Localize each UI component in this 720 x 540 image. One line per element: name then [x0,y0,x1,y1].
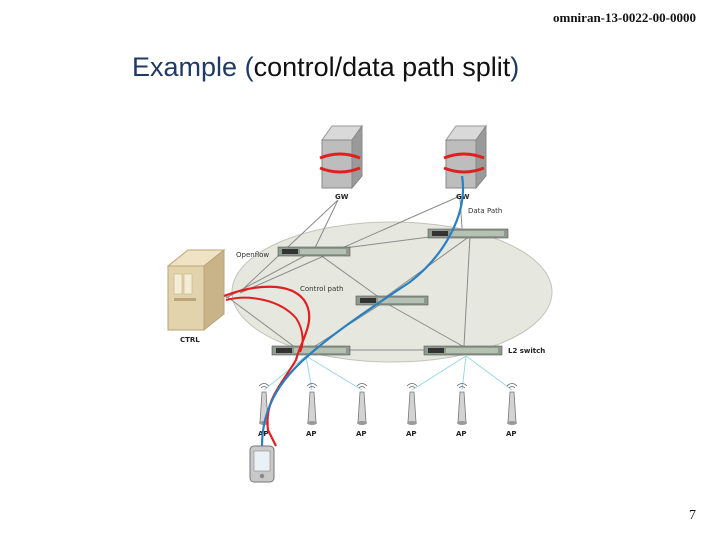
switch-datapath [427,228,509,239]
control-path-label: Control path [300,285,343,293]
controller-server [166,248,226,332]
title-paren-close: ) [510,52,520,82]
data-path-line [260,175,465,447]
access-point-label: AP [406,430,417,438]
controller-label: CTRL [180,336,200,344]
antenna-base [407,421,417,425]
antenna-base [307,421,317,425]
access-point-label: AP [456,430,467,438]
antenna-base [507,421,517,425]
data-path-label: Data Path [468,207,502,215]
title-paren-open: ( [244,52,254,82]
switch-access-right [423,345,503,356]
access-point-label: AP [356,430,367,438]
wireless-signal-icon [356,383,368,389]
wireless-links [263,355,513,391]
switch-openflow [277,246,351,257]
access-point: AP [306,383,318,438]
access-point: AP [406,383,418,438]
antenna-base [457,421,467,425]
title-prefix: Example [132,52,245,82]
openflow-label: Openflow [236,251,269,259]
slide-title: Example (control/data path split) [132,52,519,83]
gateway-server-2 [443,124,487,190]
antenna-icon [407,391,417,423]
antenna-icon [507,391,517,423]
access-point: AP [456,383,468,438]
antenna-icon [307,391,317,423]
mobile-device [249,445,275,483]
switch-center [355,295,429,306]
access-point-label: AP [506,430,517,438]
wireless-signal-icon [456,383,468,389]
access-point: AP [506,383,518,438]
title-text: control/data path split [253,52,511,82]
wireless-signal-icon [306,383,318,389]
switch-access-left [271,345,351,356]
document-id: omniran-13-0022-00-0000 [553,10,696,25]
control-path-line-back [225,296,304,353]
gateway-server-1 [319,124,363,190]
access-point: AP [356,383,368,438]
antenna-icon [457,391,467,423]
page-number: 7 [689,508,696,523]
antenna-icon [357,391,367,423]
antenna-base [357,421,367,425]
l2-switch-label: L2 switch [508,347,545,355]
access-point-label: AP [306,430,317,438]
wireless-signal-icon [258,383,270,389]
wireless-signal-icon [406,383,418,389]
wireless-signal-icon [506,383,518,389]
gateway-label-1: GW [335,193,349,201]
